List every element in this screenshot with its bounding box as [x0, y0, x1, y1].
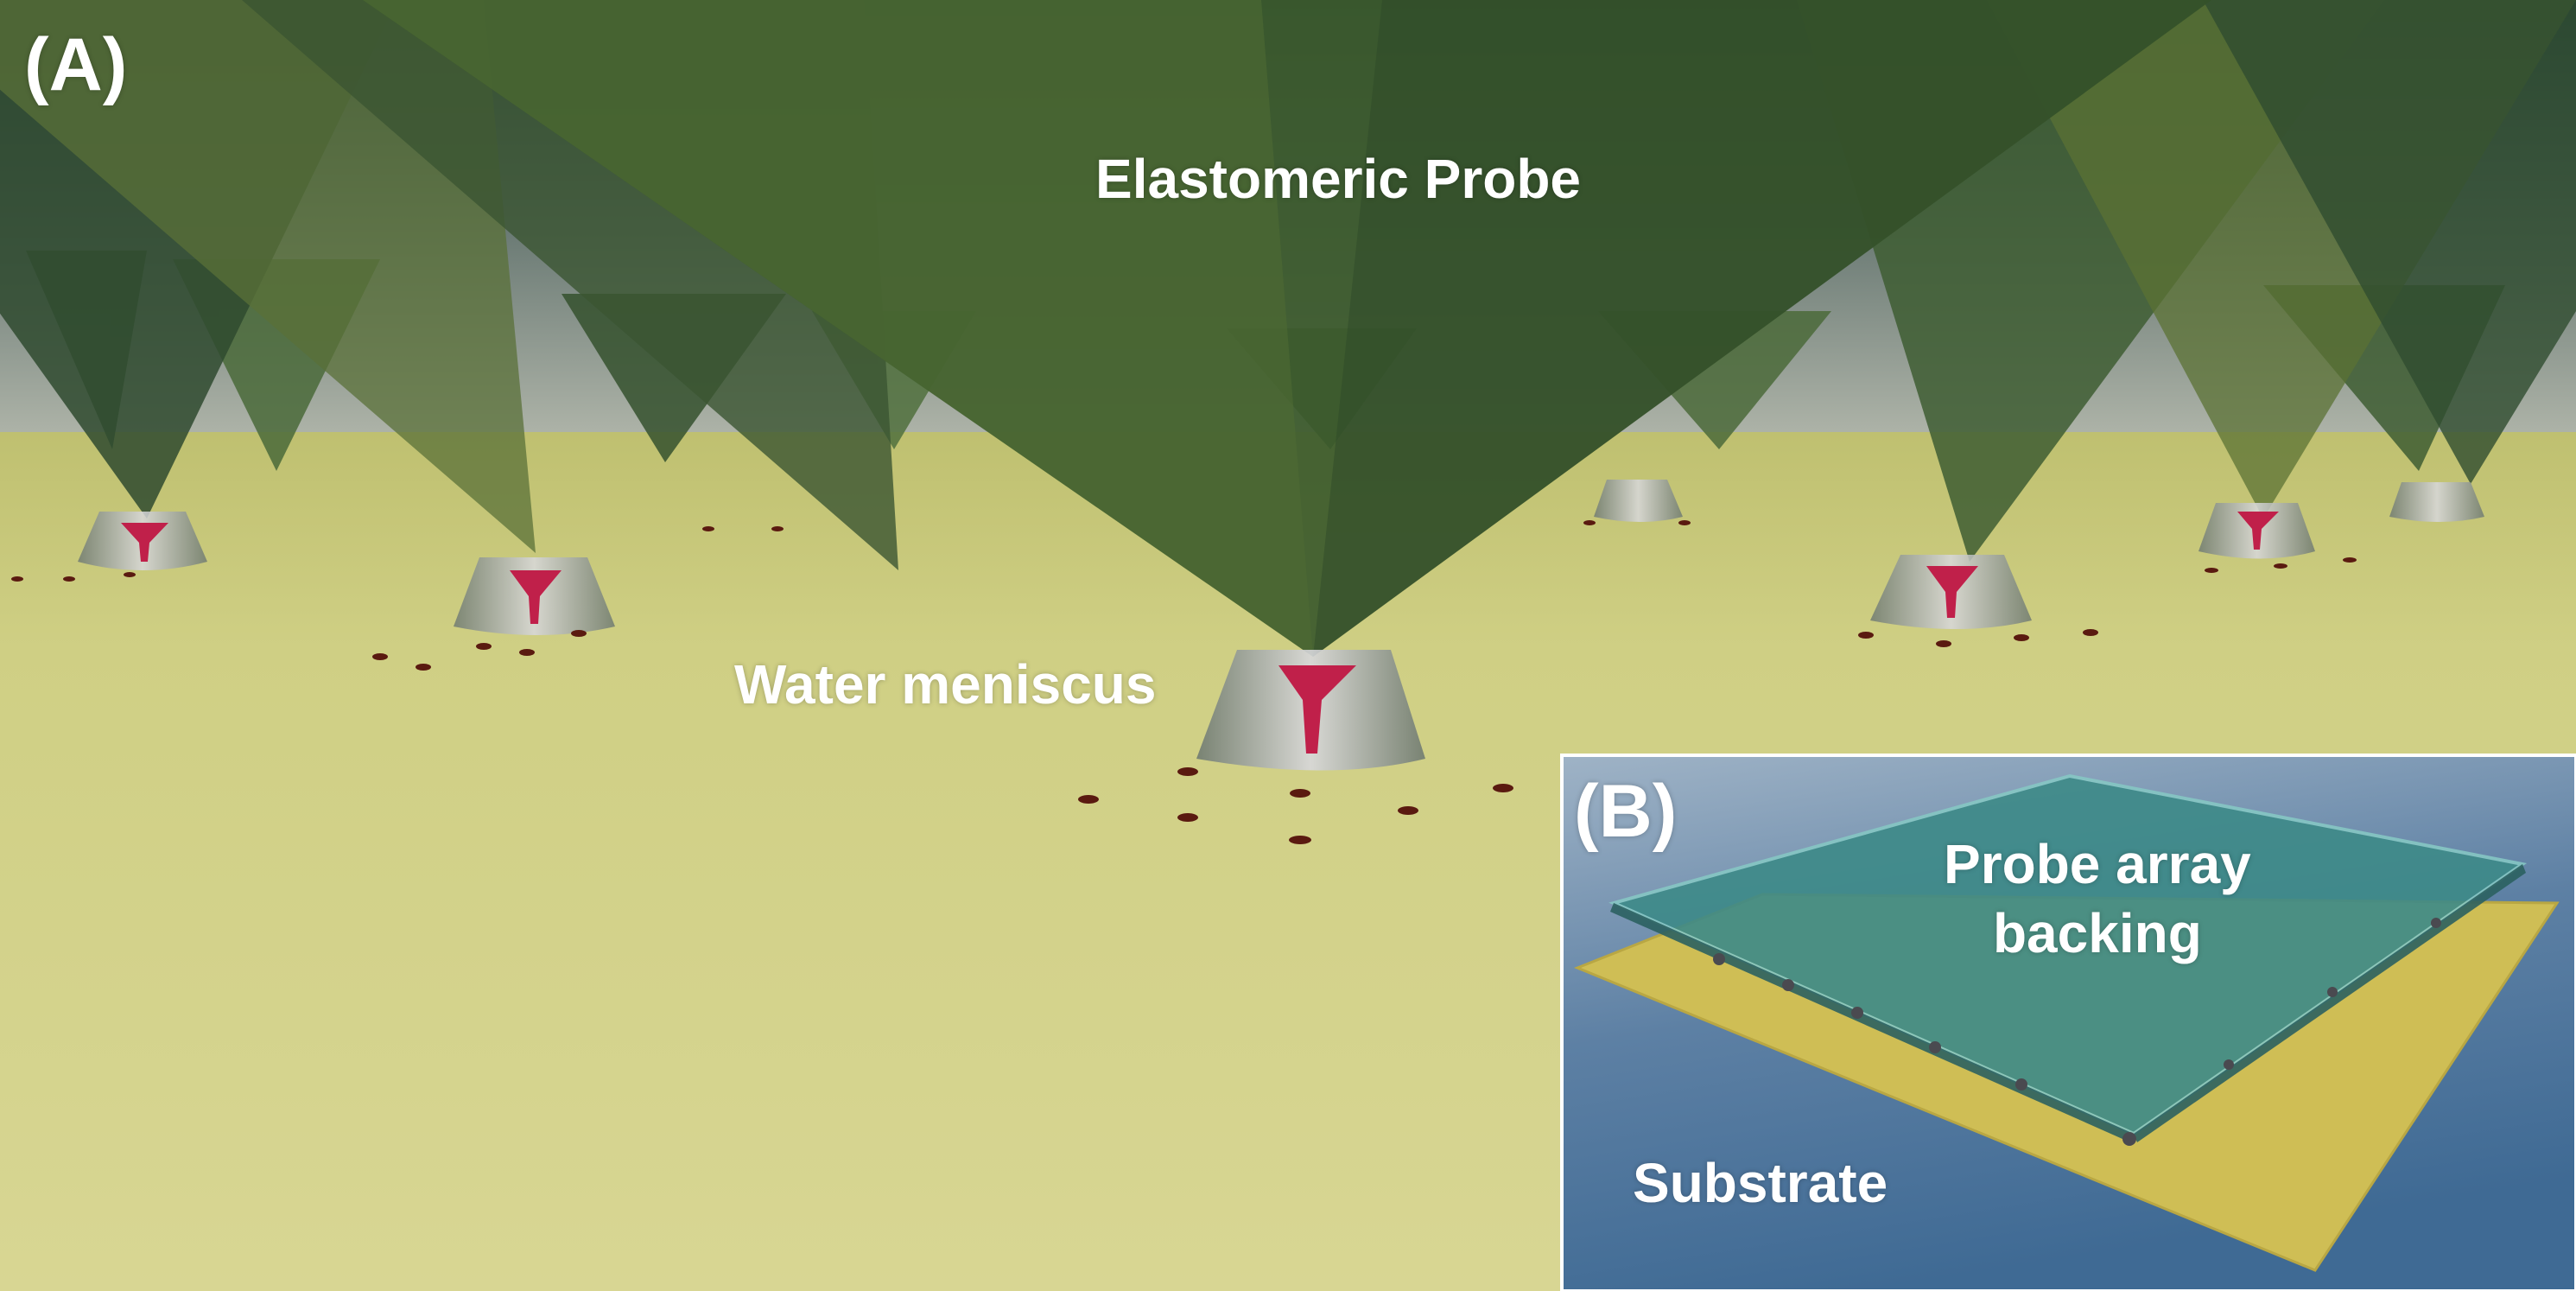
panel-a-label: (A) [24, 23, 128, 106]
inset-panel-b [1560, 754, 2576, 1291]
probe-array-backing-label: Probe array backing [1944, 830, 2251, 968]
water-meniscus-label: Water meniscus [734, 653, 1157, 715]
background-probes [0, 0, 2576, 570]
elastomeric-probe [363, 0, 2211, 657]
backing-label-line1: Probe array [1944, 833, 2251, 895]
ink-in-meniscus [121, 512, 2279, 754]
printed-dots [11, 520, 2357, 844]
panel-b-label: (B) [1574, 770, 1678, 853]
elastomeric-probe-label: Elastomeric Probe [1095, 148, 1581, 210]
backing-label-line2: backing [1992, 902, 2202, 964]
substrate-label: Substrate [1633, 1152, 1888, 1214]
